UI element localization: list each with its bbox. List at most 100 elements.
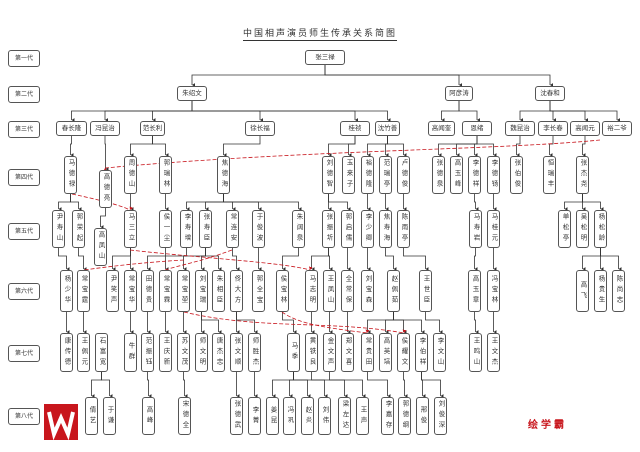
- person-node: 裕二爷: [602, 121, 632, 136]
- person-node: 范瑞亭: [379, 156, 392, 194]
- mentor-connector: [328, 248, 333, 271]
- mentor-connector: [367, 312, 394, 334]
- person-node: 沈竹善: [375, 121, 400, 136]
- mentor-connector: [236, 312, 258, 334]
- mentor-connector: [205, 248, 222, 271]
- mentor-connector: [223, 194, 302, 211]
- person-node: 王鸣山: [469, 333, 482, 372]
- person-node: 范振钰: [141, 333, 154, 372]
- mentor-connector: [393, 312, 407, 334]
- mentor-connector: [152, 136, 169, 157]
- mentor-connector: [70, 194, 82, 211]
- generation-label: 第二代: [8, 86, 40, 103]
- person-node: 高飞: [576, 270, 589, 312]
- mentor-connector: [191, 101, 391, 122]
- mentor-connector: [289, 372, 294, 398]
- mentor-connector: [403, 248, 429, 271]
- mentor-connector: [223, 136, 261, 157]
- mentor-connector: [564, 194, 583, 211]
- mentor-connector: [441, 101, 460, 122]
- person-node: 常宝华: [124, 270, 137, 312]
- person-node: 李寿增: [180, 210, 193, 248]
- person-node: 高玉峰: [450, 156, 463, 194]
- mentor-connector: [201, 248, 206, 271]
- person-node: 常宝霖: [159, 270, 172, 312]
- mentor-connector: [191, 101, 264, 122]
- person-node: 高玉章: [468, 270, 481, 312]
- mentor-connector: [165, 248, 187, 271]
- person-node: 师胜杰: [248, 333, 261, 372]
- person-node: 郑文喜: [341, 333, 354, 372]
- mentor-connector: [205, 194, 224, 211]
- mentor-connector: [130, 136, 153, 157]
- person-node: 刘伟: [318, 397, 331, 435]
- mentor-connector: [474, 248, 478, 271]
- person-node: 常连安: [226, 210, 239, 248]
- person-node: 唐杰忠: [212, 333, 225, 372]
- person-node: 李文山: [433, 333, 446, 372]
- generation-label: 第六代: [8, 283, 40, 300]
- person-node: 侯宝林: [276, 270, 289, 312]
- mentor-connector: [421, 372, 444, 398]
- person-node: 马三立: [124, 210, 137, 248]
- person-node: 刘德智: [322, 156, 335, 194]
- person-node: 王庆新: [159, 333, 172, 372]
- person-node: 朱相臣: [212, 270, 225, 312]
- person-node: 李菁: [248, 397, 261, 435]
- person-node: 刘宝瑞: [195, 270, 208, 312]
- person-node: 玉来子: [342, 156, 355, 194]
- mentor-connector: [549, 101, 589, 122]
- mentor-connector: [104, 136, 109, 171]
- mentor-connector: [293, 372, 328, 398]
- person-node: 张伯俊: [510, 156, 523, 194]
- generation-label: 第三代: [8, 121, 40, 138]
- person-node: 高闻奎: [428, 121, 455, 136]
- mentor-connector: [393, 312, 425, 334]
- person-node: 金文声: [323, 333, 336, 372]
- person-node: 姜昆: [266, 397, 279, 435]
- mentor-connector: [104, 101, 193, 122]
- person-node: 桂祯: [340, 121, 370, 136]
- person-node: 恒瑞丰: [543, 156, 556, 194]
- mentor-connector: [582, 136, 586, 157]
- generation-label: 第五代: [8, 223, 40, 240]
- mentor-connector: [311, 372, 348, 398]
- person-node: 王文杰: [487, 333, 500, 372]
- person-node: 郭瑞林: [159, 156, 172, 194]
- person-node: 王佩元: [77, 333, 90, 372]
- person-node: 春长隆: [56, 121, 87, 136]
- mentor-connector: [387, 136, 407, 157]
- mentor-connector: [58, 248, 70, 271]
- person-node: 倩艺: [85, 397, 98, 435]
- person-node: 张寿臣: [199, 210, 212, 248]
- person-node: 张三禄: [305, 50, 345, 65]
- person-node: 师文明: [195, 333, 208, 372]
- person-node: 张德武: [230, 397, 243, 435]
- mentor-connector: [101, 372, 113, 398]
- mentor-connector: [549, 101, 621, 122]
- mentor-connector: [223, 194, 236, 211]
- mentor-connector: [348, 136, 356, 157]
- mentor-connector: [367, 136, 388, 157]
- person-node: 张振圻: [322, 210, 335, 248]
- person-node: 张德泉: [432, 156, 445, 194]
- mentor-connector: [232, 248, 240, 271]
- person-node: 马志明: [305, 270, 318, 312]
- mentor-connector: [223, 194, 262, 211]
- mentor-connector: [191, 65, 326, 87]
- person-node: 侯耀文: [397, 333, 410, 372]
- person-node: 邢俊: [416, 397, 429, 435]
- mentor-connector: [329, 372, 366, 398]
- mentor-connector: [474, 312, 479, 334]
- person-node: 郭启儒: [341, 210, 354, 248]
- person-node: 李德祥: [468, 156, 481, 194]
- person-node: 侯一尘: [159, 210, 172, 248]
- person-node: 尹寿山: [52, 210, 65, 248]
- person-node: 王凤山: [323, 270, 336, 312]
- person-node: 李嘉存: [381, 397, 394, 435]
- person-node: 佟大方: [230, 270, 243, 312]
- person-node: 刘宝森: [361, 270, 374, 312]
- person-node: 杨少华: [60, 270, 73, 312]
- person-node: 沈春和: [535, 86, 565, 101]
